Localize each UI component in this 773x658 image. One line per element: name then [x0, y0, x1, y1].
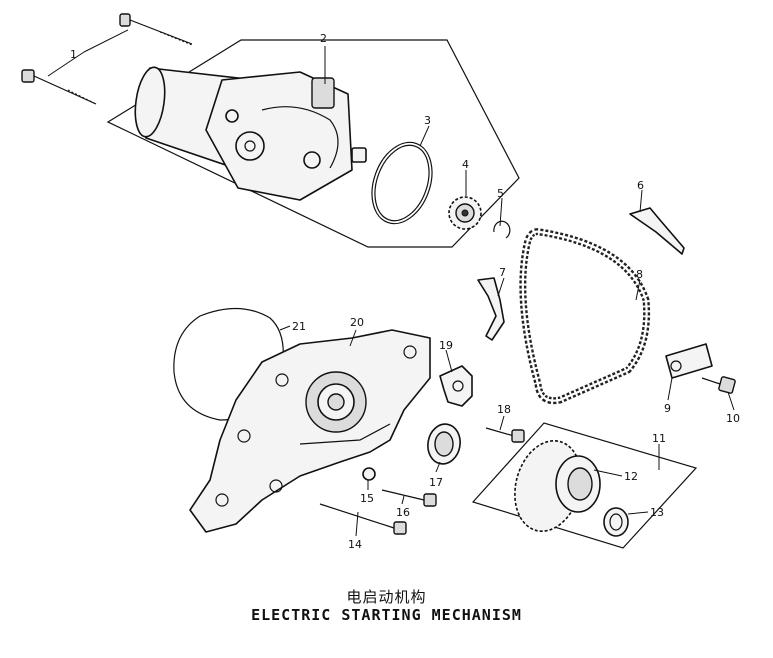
callout-13: 13 [650, 506, 664, 519]
bolt-cover-middle [381, 489, 437, 507]
callout-16: 16 [396, 506, 410, 519]
bolt-long-lower [21, 69, 97, 105]
callout-12: 12 [624, 470, 638, 483]
chain-guide-plate [665, 343, 713, 379]
diagram-title-english: ELECTRIC STARTING MECHANISM [251, 606, 522, 624]
driven-sprocket [514, 440, 601, 532]
bolt-cover-lower [319, 503, 407, 535]
bolt-long-upper [119, 13, 193, 46]
callout-6: 6 [637, 179, 644, 192]
callout-4: 4 [462, 158, 469, 171]
o-ring-starter [371, 141, 433, 225]
thrust-washer [603, 507, 629, 537]
callout-2: 2 [320, 32, 327, 45]
callout-1: 1 [70, 48, 77, 61]
callout-15: 15 [360, 492, 374, 505]
callout-20: 20 [350, 316, 364, 329]
circlip [493, 220, 511, 239]
callout-19: 19 [439, 339, 453, 352]
washer [362, 467, 376, 481]
callout-14: 14 [348, 538, 362, 551]
starter-motor [134, 66, 367, 201]
mounting-bracket [439, 365, 473, 407]
leader-lines [47, 29, 735, 537]
starter-cover [189, 329, 431, 533]
callout-9: 9 [664, 402, 671, 415]
callout-7: 7 [499, 266, 506, 279]
diagram-title-chinese: 电启动机构 [346, 588, 427, 606]
callout-8: 8 [636, 268, 643, 281]
driven-gear-group-frame [471, 422, 698, 549]
callout-3: 3 [424, 114, 431, 127]
callout-17: 17 [429, 476, 443, 489]
callout-11: 11 [652, 432, 666, 445]
chain-tensioner-blade [477, 277, 505, 341]
starter-chain [519, 228, 651, 405]
drive-gear [448, 196, 482, 230]
chain-guide-upper [629, 207, 685, 255]
callout-numbers: 1 2 3 4 5 6 7 8 9 10 11 12 13 14 15 16 1… [70, 32, 740, 551]
bolt-short-right [701, 376, 736, 394]
callout-10: 10 [726, 412, 740, 425]
callout-21: 21 [292, 320, 306, 333]
callout-18: 18 [497, 403, 511, 416]
callout-5: 5 [497, 187, 504, 200]
bolt-cover-right [485, 427, 525, 443]
starter-motor-group-frame [106, 39, 520, 248]
